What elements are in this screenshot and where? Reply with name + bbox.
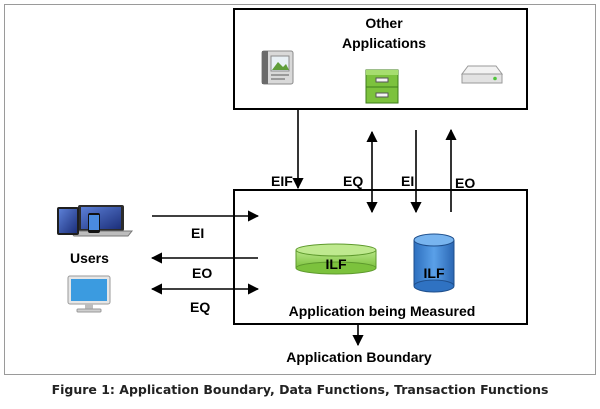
desktop-monitor-icon bbox=[67, 275, 111, 313]
ilf-blue-cylinder bbox=[413, 233, 455, 293]
users-label: Users bbox=[70, 250, 109, 266]
ilf-green-label: ILF bbox=[325, 256, 347, 272]
eo-user-label: EO bbox=[192, 265, 213, 281]
measured-app-title: Application being Measured bbox=[288, 303, 476, 319]
other-apps-title-line2: Applications bbox=[341, 35, 426, 51]
filing-cabinet-icon bbox=[365, 69, 399, 104]
contacts-app-icon bbox=[261, 50, 294, 85]
eq-top-label: EQ bbox=[343, 173, 364, 189]
ilf-green-cylinder bbox=[295, 243, 377, 275]
eq-user-label: EQ bbox=[190, 299, 211, 315]
boundary-label: Application Boundary bbox=[286, 349, 432, 365]
other-apps-title-line1: Other bbox=[365, 15, 403, 31]
ilf-blue-label: ILF bbox=[423, 265, 445, 281]
ei-top-label: EI bbox=[401, 173, 415, 189]
ei-user-label: EI bbox=[191, 225, 205, 241]
eif-label: EIF bbox=[271, 173, 293, 189]
figure-caption: Figure 1: Application Boundary, Data Fun… bbox=[51, 382, 549, 397]
laptop-tablet-phone-icon bbox=[57, 205, 134, 237]
hard-drive-icon bbox=[461, 65, 503, 84]
application-measured-box bbox=[233, 189, 528, 325]
eo-top-label: EO bbox=[455, 175, 476, 191]
